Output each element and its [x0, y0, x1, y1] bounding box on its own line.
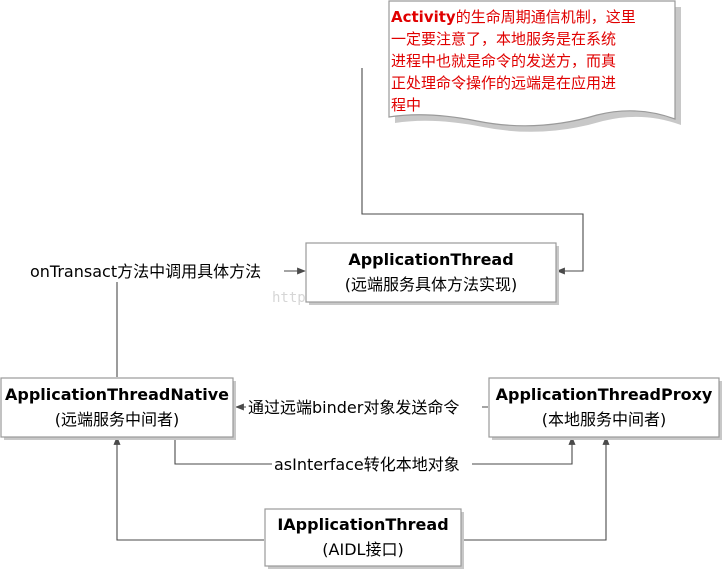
note-line-3: 进程中也就是命令的发送方，而真: [391, 52, 616, 70]
note-box: Activity的生命周期通信机制，这里 一定要注意了，本地服务是在系统 进程中…: [388, 0, 681, 132]
node-iapplication-thread: IApplicationThread (AIDL接口): [264, 508, 464, 569]
iapplication-thread-subtitle: (AIDL接口): [322, 540, 403, 559]
application-thread-subtitle: (远端服务具体方法实现): [345, 275, 518, 294]
as-interface-label: asInterface转化本地对象: [274, 455, 460, 474]
iapplication-thread-title: IApplicationThread: [277, 515, 448, 534]
note-line-4: 正处理命令操作的远端是在应用进: [391, 74, 616, 92]
interface-to-proxy-arrow: [462, 436, 610, 541]
interface-to-native-arrow: [113, 436, 264, 541]
node-application-thread-proxy: ApplicationThreadProxy (本地服务中间者): [488, 377, 722, 440]
note-line-2: 一定要注意了，本地服务是在系统: [391, 30, 616, 48]
on-transact-label: onTransact方法中调用具体方法: [30, 262, 261, 281]
node-application-thread-native: ApplicationThreadNative (远端服务中间者): [0, 377, 236, 440]
application-thread-title: ApplicationThread: [348, 250, 513, 269]
note-line-1: Activity的生命周期通信机制，这里: [391, 8, 636, 26]
note-line-5: 程中: [391, 96, 421, 114]
application-thread-native-subtitle: (远端服务中间者): [55, 410, 180, 429]
node-application-thread: ApplicationThread (远端服务具体方法实现): [305, 242, 559, 305]
binder-send-label: 通过远端binder对象发送命令: [248, 398, 459, 417]
note-connector: [361, 68, 584, 275]
application-thread-proxy-subtitle: (本地服务中间者): [542, 410, 667, 429]
application-thread-proxy-title: ApplicationThreadProxy: [496, 385, 713, 404]
application-thread-native-title: ApplicationThreadNative: [5, 385, 229, 404]
